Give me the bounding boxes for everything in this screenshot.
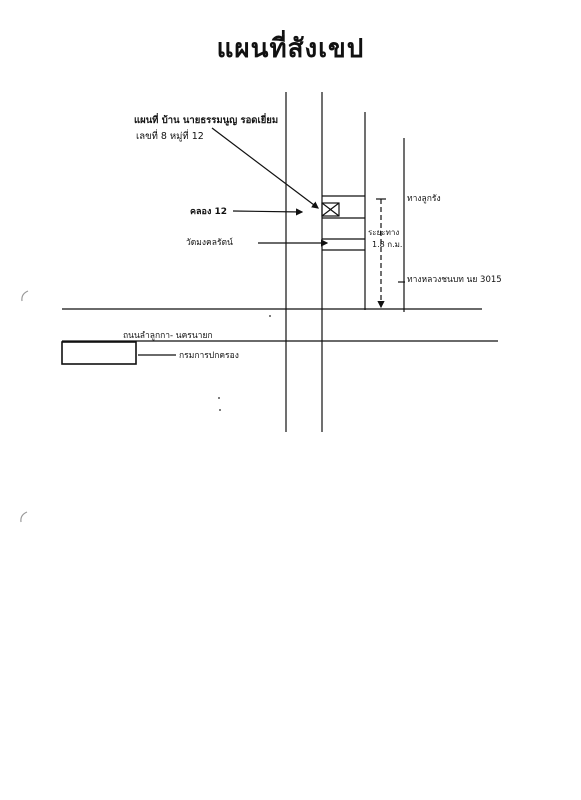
house-marker: [321, 202, 340, 217]
house-marker-cross-b: [321, 202, 340, 217]
punch-hole-mark: [21, 290, 29, 302]
main-road-label: ถนนลำลูกกา- นครนายก: [123, 331, 213, 341]
house-address: เลขที่ 8 หมู่ที่ 12: [136, 131, 204, 142]
highway-label: ทางหลวงชนบท นย 3015: [407, 275, 502, 285]
canal-pointer-line: [232, 208, 304, 216]
speck: [269, 315, 271, 317]
department-label: กรมการปกครอง: [179, 351, 239, 361]
punch-hole-mark: [20, 511, 28, 523]
laterite-road-label: ทางลูกรัง: [407, 194, 441, 204]
department-box: [61, 341, 137, 365]
house-map-title: แผนที่ บ้าน นายธรรมนูญ รอดเยี่ยม: [134, 115, 279, 126]
canal-label: คลอง 12: [190, 207, 227, 217]
speck: [218, 397, 220, 399]
page-title: แผนที่สังเขป: [216, 34, 365, 64]
distance-value: 1.8 ก.ม.: [372, 240, 403, 249]
temple-label: วัดมงคลรัตน์: [186, 238, 233, 248]
distance-label: ระยะทาง: [368, 228, 400, 237]
house-pointer-line: [211, 127, 319, 209]
speck: [219, 409, 221, 411]
